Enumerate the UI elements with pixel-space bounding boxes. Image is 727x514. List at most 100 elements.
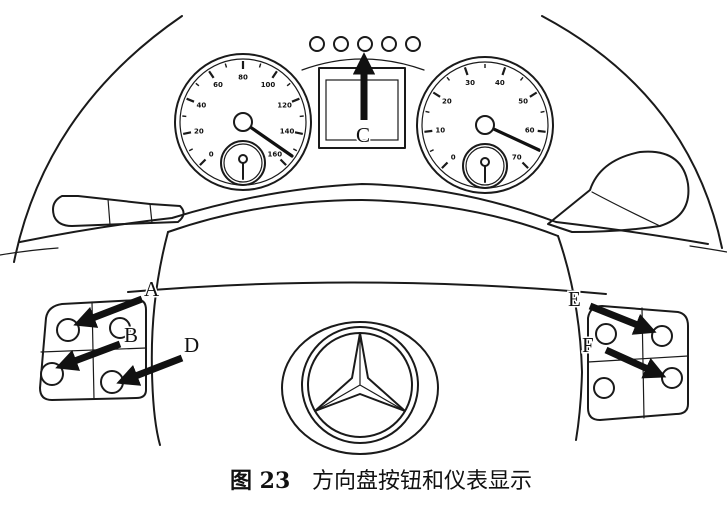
speedometer-tick-label: 40 bbox=[197, 101, 207, 109]
speedometer-tick-label: 160 bbox=[267, 150, 282, 158]
speedometer-tick-mark bbox=[199, 158, 207, 166]
tachometer-tick-label: 40 bbox=[495, 79, 505, 87]
speedometer-subdial-hub bbox=[238, 154, 248, 164]
tachometer-tick-mark bbox=[529, 91, 538, 98]
speedometer-tick-mark bbox=[208, 70, 215, 79]
left-pad-button-lower-left bbox=[40, 362, 64, 386]
tachometer-tick-mark bbox=[537, 129, 546, 133]
speedometer-tick-mark bbox=[195, 82, 200, 87]
callout-labels: A B C D E F bbox=[123, 122, 596, 359]
tachometer-hub bbox=[475, 115, 495, 135]
figure-caption-number: 图 23 bbox=[230, 468, 290, 494]
indicator-light bbox=[357, 36, 373, 52]
label-a: A bbox=[144, 277, 160, 301]
steering-wheel bbox=[19, 183, 709, 446]
tachometer-tick-mark bbox=[441, 161, 449, 169]
figure-caption: 图 23 方向盘按钮和仪表显示 bbox=[230, 468, 532, 494]
right-button-pad-divider bbox=[587, 355, 689, 363]
tachometer-tick-label: 70 bbox=[512, 153, 522, 161]
tachometer-tick-mark bbox=[463, 67, 469, 76]
arrow-e bbox=[588, 302, 657, 335]
speedometer-tick-mark bbox=[186, 97, 195, 103]
speedometer-tick-label: 120 bbox=[277, 101, 292, 109]
speedometer: 0 20 40 60 80 100 120 140 160 bbox=[174, 53, 312, 191]
right-stalk-ridge bbox=[591, 191, 661, 227]
tachometer-tick-label: 20 bbox=[442, 98, 452, 106]
right-pad-button-f bbox=[661, 367, 683, 389]
arrow-b bbox=[55, 340, 122, 371]
speedometer-tick-label: 0 bbox=[209, 150, 214, 158]
tachometer-tick-mark bbox=[424, 129, 433, 133]
speedometer-tick-label: 140 bbox=[280, 127, 295, 135]
tachometer-tick-mark bbox=[540, 110, 545, 113]
wheel-hub-left-edge bbox=[150, 231, 169, 446]
speedometer-tick-mark bbox=[258, 63, 262, 68]
left-stalk bbox=[52, 195, 185, 227]
label-b: B bbox=[124, 323, 138, 347]
left-pad-button-d bbox=[100, 370, 124, 394]
tachometer-subdial-ring bbox=[465, 146, 505, 186]
speedometer-tick-mark bbox=[279, 158, 287, 166]
indicator-light bbox=[381, 36, 397, 52]
three-pointed-star-emblem bbox=[281, 321, 439, 455]
arrow-d bbox=[116, 354, 184, 386]
speedometer-tick-mark bbox=[294, 131, 304, 135]
tachometer-tick-mark bbox=[519, 76, 524, 81]
dashboard-left-edge bbox=[0, 247, 59, 256]
speedometer-tick-mark bbox=[271, 70, 278, 79]
label-e: E bbox=[568, 287, 581, 311]
right-pad-button-upper-left bbox=[595, 323, 617, 345]
speedometer-tick-label: 100 bbox=[261, 81, 276, 89]
dashboard-left-contour bbox=[13, 15, 183, 263]
arrow-f bbox=[604, 346, 667, 379]
tachometer-tick-mark bbox=[501, 67, 507, 76]
speedometer-scale: 0 20 40 60 80 100 120 140 160 bbox=[182, 61, 304, 166]
dashboard-right-contour bbox=[541, 15, 723, 249]
speedometer-tick-label: 20 bbox=[194, 127, 204, 135]
right-stalk bbox=[547, 150, 690, 233]
tachometer-tick-label: 60 bbox=[525, 127, 535, 135]
speedometer-tick-label: 60 bbox=[213, 81, 223, 89]
emblem-star-ridges bbox=[314, 332, 406, 412]
right-pad-button-e bbox=[651, 325, 673, 347]
label-c: C bbox=[356, 123, 370, 147]
left-stalk-lever bbox=[52, 195, 185, 227]
speedometer-tick-mark bbox=[292, 148, 298, 152]
speedometer-tick-label: 80 bbox=[238, 74, 248, 82]
tachometer-tick-mark bbox=[446, 76, 451, 81]
wheel-rim-inner-edge bbox=[167, 199, 559, 237]
speedometer-tick-mark bbox=[286, 82, 291, 87]
callout-arrows bbox=[55, 52, 667, 386]
dashboard-right-edge bbox=[689, 245, 727, 253]
indicator-lights bbox=[309, 36, 421, 52]
left-pad-button-a bbox=[56, 318, 80, 342]
speedometer-subdial-ring bbox=[223, 143, 263, 183]
indicator-light bbox=[333, 36, 349, 52]
tachometer-tick-label: 50 bbox=[518, 98, 528, 106]
tachometer-tick-mark bbox=[429, 149, 434, 153]
label-f: F bbox=[582, 333, 594, 357]
speedometer-tick-mark bbox=[182, 131, 192, 135]
tachometer-tick-label: 10 bbox=[435, 127, 445, 135]
label-d: D bbox=[184, 333, 199, 357]
right-stalk-lever bbox=[547, 150, 690, 233]
tachometer-tick-mark bbox=[521, 161, 529, 169]
tachometer-tick-label: 30 bbox=[465, 79, 475, 87]
speedometer-hub bbox=[233, 112, 253, 132]
speedometer-tick-mark bbox=[224, 63, 228, 68]
arrow-a bbox=[73, 295, 144, 328]
figure-caption-text: 方向盘按钮和仪表显示 bbox=[312, 469, 532, 494]
right-pad-button-lower-left bbox=[593, 377, 615, 399]
speedometer-tick-mark bbox=[291, 97, 300, 103]
speedometer-tick-mark bbox=[188, 148, 194, 152]
indicator-light bbox=[405, 36, 421, 52]
left-pad-button-b bbox=[109, 317, 131, 339]
tachometer-tick-mark bbox=[432, 91, 441, 98]
wheel-hub-right-edge bbox=[557, 235, 583, 441]
wheel-rim-outer-edge bbox=[19, 183, 709, 245]
left-stalk-grip-band bbox=[107, 198, 111, 226]
tachometer-tick-mark bbox=[425, 110, 430, 113]
